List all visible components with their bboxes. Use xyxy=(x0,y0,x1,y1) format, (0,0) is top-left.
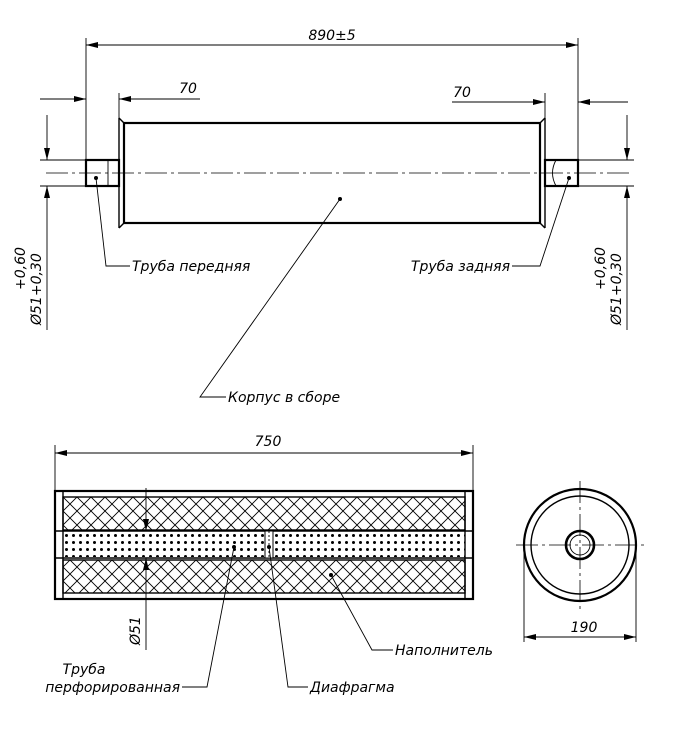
section-view: 750 Ø51 Наполнитель Труба перфорированна… xyxy=(45,434,493,696)
section-length-dim: 750 xyxy=(255,434,282,450)
filler-bottom xyxy=(63,560,465,593)
body-assembly-label: Корпус в сборе xyxy=(228,390,340,406)
diaphragm-label: Диафрагма xyxy=(309,680,395,696)
front-pipe-label: Труба передняя xyxy=(132,259,250,275)
perforated-diameter-dim: Ø51 xyxy=(128,616,144,646)
rear-pipe-tolerance-dim: +0,60 xyxy=(593,247,609,290)
overall-length-dim: 890±5 xyxy=(308,28,355,44)
section-shell xyxy=(53,489,475,601)
filler-top xyxy=(63,497,465,530)
top-view: 890±5 70 70 +0,60 Ø51+0,30 +0,60 Ø51+0,3… xyxy=(13,28,634,406)
perforated-tube xyxy=(63,533,465,557)
end-view: 190 xyxy=(516,481,644,642)
front-pipe-tolerance-dim: +0,60 xyxy=(13,247,29,290)
perforated-label-line2: перфорированная xyxy=(45,680,180,696)
rear-pipe-length-dim: 70 xyxy=(453,85,471,101)
rear-pipe-label: Труба задняя xyxy=(411,259,510,275)
body-diameter-dim: 190 xyxy=(571,620,598,636)
rear-pipe-diameter-dim: Ø51+0,30 xyxy=(609,253,625,326)
perforated-label-line1: Труба xyxy=(63,662,106,678)
filler-label: Наполнитель xyxy=(395,643,493,659)
front-pipe-diameter-dim: Ø51+0,30 xyxy=(29,253,45,326)
front-pipe-length-dim: 70 xyxy=(179,81,197,97)
